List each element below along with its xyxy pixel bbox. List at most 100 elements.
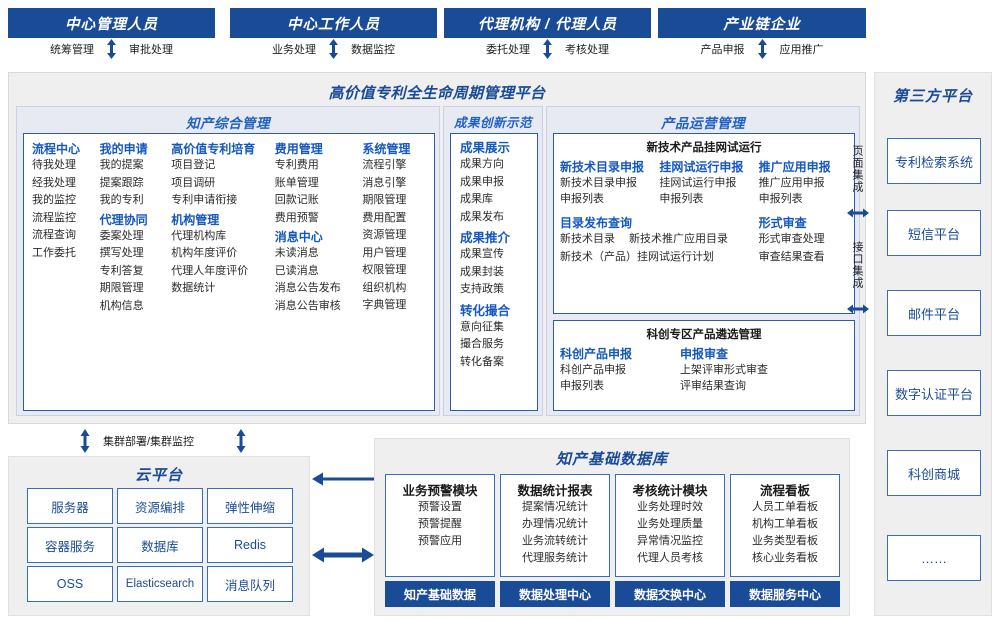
col-head-innovation-product-declaration[interactable]: 科创产品申报: [560, 347, 633, 361]
db-foot-processing-center[interactable]: 数据处理中心: [500, 581, 610, 607]
product-ops-item[interactable]: 新技术目录申报: [560, 177, 637, 189]
col-head-message-center[interactable]: 消息中心: [274, 230, 323, 244]
ip-item[interactable]: 专利费用: [274, 159, 319, 171]
innovation-zone-item[interactable]: 上架评审形式审查: [680, 364, 768, 376]
ip-item[interactable]: 我的提案: [99, 159, 144, 171]
db-item[interactable]: 业务流转统计: [522, 535, 588, 547]
ip-item[interactable]: 费用预警: [274, 211, 319, 224]
col-head-declaration-review[interactable]: 申报审查: [680, 347, 729, 361]
db-item[interactable]: 业务处理质量: [637, 518, 703, 530]
achievement-item[interactable]: 成果库: [460, 193, 493, 205]
db-item[interactable]: 业务处理时效: [637, 501, 703, 513]
ip-item[interactable]: 已读消息: [274, 264, 319, 277]
ip-item[interactable]: 消息引擎: [362, 176, 407, 189]
achievement-item[interactable]: 意向征集: [460, 320, 504, 333]
product-ops-item[interactable]: 挂网试运行申报: [659, 177, 737, 189]
db-item[interactable]: 核心业务看板: [752, 552, 818, 564]
db-col-head-statistics-report[interactable]: 数据统计报表: [517, 484, 593, 498]
role-title-3[interactable]: 产业链企业: [658, 8, 866, 38]
achievement-item[interactable]: 成果发布: [460, 210, 504, 223]
db-item[interactable]: 代理人员考核: [637, 552, 703, 564]
role-card-0[interactable]: 中心管理人员 统筹管理 审批处理: [8, 8, 215, 60]
innovation-zone-item[interactable]: 申报列表: [560, 380, 604, 392]
col-head-catalog-publish-query[interactable]: 目录发布查询: [560, 216, 633, 230]
product-ops-item[interactable]: 新技术目录: [560, 233, 615, 245]
ip-item[interactable]: 专利申请衔接: [171, 194, 238, 206]
ip-item[interactable]: 流程查询: [32, 229, 76, 241]
ip-item[interactable]: 账单管理: [274, 176, 319, 189]
innovation-zone-item[interactable]: 科创产品申报: [560, 364, 626, 376]
db-item[interactable]: 办理情况统计: [522, 518, 588, 530]
col-head-achievement-promotion[interactable]: 成果推介: [460, 231, 511, 245]
ip-item[interactable]: 提案跟踪: [99, 176, 144, 189]
db-item[interactable]: 机构工单看板: [752, 518, 818, 530]
col-head-institution-management[interactable]: 机构管理: [171, 212, 220, 227]
ip-item[interactable]: 代理人年度评价: [171, 264, 249, 277]
col-head-achievement-display[interactable]: 成果展示: [460, 141, 511, 155]
cloud-cell-container-service[interactable]: 容器服务: [27, 527, 113, 563]
db-item[interactable]: 人员工单看板: [752, 501, 818, 513]
ip-item[interactable]: 待我处理: [32, 159, 76, 171]
ip-item[interactable]: 项目登记: [171, 159, 216, 171]
ip-item[interactable]: 数据统计: [171, 282, 216, 294]
ip-item[interactable]: 组织机构: [362, 281, 407, 294]
ip-item[interactable]: 代理机构库: [171, 229, 227, 242]
db-item[interactable]: 提案情况统计: [522, 501, 588, 513]
third-party-item-innovation-mall[interactable]: 科创商城: [887, 450, 981, 496]
ip-item[interactable]: 我的专利: [99, 194, 144, 206]
third-party-item-sms[interactable]: 短信平台: [887, 210, 981, 256]
innovation-zone-item[interactable]: 评审结果查询: [680, 380, 746, 392]
col-head-new-tech-catalog-declaration[interactable]: 新技术目录申报: [560, 160, 645, 174]
achievement-item[interactable]: 支持政策: [460, 283, 504, 295]
achievement-item[interactable]: 成果封装: [460, 265, 504, 278]
achievement-item[interactable]: 转化备案: [460, 355, 504, 368]
ip-item[interactable]: 资源管理: [362, 229, 407, 241]
ip-item[interactable]: 消息公告发布: [274, 282, 341, 294]
col-head-system-management[interactable]: 系统管理: [362, 142, 411, 156]
role-title-2[interactable]: 代理机构 / 代理人员: [444, 8, 651, 38]
col-head-high-value-patent-cultivation[interactable]: 高价值专利培育: [171, 142, 256, 156]
ip-item[interactable]: 专利答复: [99, 264, 144, 277]
ip-item[interactable]: 字典管理: [362, 299, 407, 311]
role-card-1[interactable]: 中心工作人员 业务处理 数据监控: [230, 8, 437, 60]
ip-item[interactable]: 回款记账: [274, 194, 319, 206]
db-item[interactable]: 异常情况监控: [637, 535, 703, 547]
db-item[interactable]: 代理服务统计: [522, 552, 588, 564]
db-foot-basic-data[interactable]: 知产基础数据: [385, 581, 495, 607]
db-item[interactable]: 业务类型看板: [752, 535, 818, 547]
cloud-cell-redis[interactable]: Redis: [207, 527, 293, 563]
ip-item[interactable]: 流程监控: [32, 211, 76, 224]
db-item[interactable]: 预警设置: [418, 501, 462, 513]
product-ops-item[interactable]: 推广应用申报: [758, 177, 825, 189]
ip-item[interactable]: 消息公告审核: [274, 299, 341, 312]
product-ops-item[interactable]: 新技术（产品）挂网试运行计划: [560, 250, 714, 263]
role-card-3[interactable]: 产业链企业 产品申报 应用推广: [658, 8, 866, 60]
ip-item[interactable]: 期限管理: [99, 282, 144, 294]
db-col-head-business-alert[interactable]: 业务预警模块: [402, 484, 478, 498]
third-party-item-patent-search[interactable]: 专利检索系统: [887, 138, 981, 184]
col-head-promotion-application-declaration[interactable]: 推广应用申报: [758, 160, 831, 174]
ip-item[interactable]: 流程引擎: [362, 159, 407, 171]
cloud-cell-database[interactable]: 数据库: [117, 527, 203, 563]
ip-item[interactable]: 期限管理: [362, 194, 407, 206]
achievement-item[interactable]: 成果方向: [460, 158, 504, 170]
db-item[interactable]: 预警应用: [418, 535, 462, 547]
ip-item[interactable]: 工作委托: [32, 246, 76, 259]
ip-item[interactable]: 机构信息: [99, 299, 144, 312]
role-title-0[interactable]: 中心管理人员: [8, 8, 215, 38]
ip-item[interactable]: 未读消息: [274, 247, 319, 259]
product-ops-item[interactable]: 申报列表: [758, 193, 803, 205]
ip-item[interactable]: 经我处理: [32, 176, 76, 189]
product-ops-item[interactable]: 新技术推广应用目录: [629, 233, 728, 245]
third-party-item-more[interactable]: ……: [887, 535, 981, 581]
db-foot-exchange-center[interactable]: 数据交换中心: [615, 581, 725, 607]
third-party-item-digital-certificate[interactable]: 数字认证平台: [887, 370, 981, 416]
ip-item[interactable]: 权限管理: [362, 264, 407, 276]
role-card-2[interactable]: 代理机构 / 代理人员 委托处理 考核处理: [444, 8, 651, 60]
role-title-1[interactable]: 中心工作人员: [230, 8, 437, 38]
col-head-process-center[interactable]: 流程中心: [32, 142, 81, 156]
achievement-item[interactable]: 成果申报: [460, 175, 504, 188]
ip-item[interactable]: 用户管理: [362, 246, 407, 259]
achievement-item[interactable]: 撮合服务: [460, 338, 504, 350]
cloud-cell-oss[interactable]: OSS: [27, 566, 113, 602]
